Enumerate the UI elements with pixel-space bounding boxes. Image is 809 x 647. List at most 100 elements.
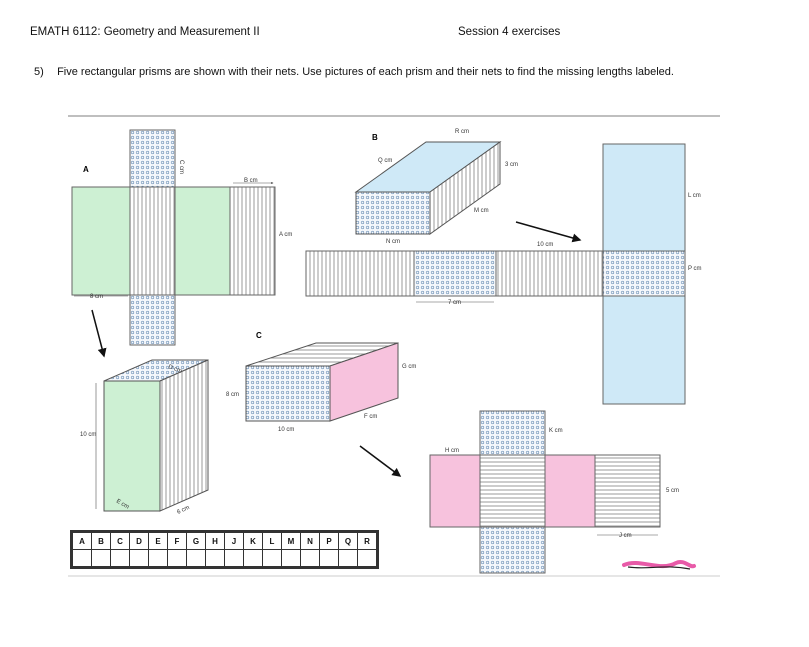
answer-input-cell-h[interactable] (205, 549, 225, 567)
label-c-h: H cm (445, 448, 459, 454)
net-a-top-face (129, 129, 176, 188)
answer-letter-cell: C (110, 532, 130, 550)
answer-input-cell-p[interactable] (319, 549, 339, 567)
course-title: EMATH 6112: Geometry and Measurement II (30, 26, 260, 38)
prism-c-front-face (245, 365, 331, 422)
net-b-face-4 (602, 250, 686, 297)
label-b-p: P cm (688, 266, 702, 272)
net-c-left-face (429, 454, 481, 528)
prism-b-front-face (355, 191, 431, 235)
net-a-end-face (229, 186, 276, 296)
answer-input-cell-c[interactable] (110, 549, 130, 567)
prism-d-side-face (159, 359, 209, 512)
answer-input-cell-k[interactable] (243, 549, 263, 567)
label-c-k: K cm (549, 428, 563, 434)
label-b-m: M cm (474, 208, 489, 214)
answer-letter-cell: P (319, 532, 339, 550)
arrow-a-to-d (91, 309, 107, 358)
answer-letter-cell: A (72, 532, 92, 550)
net-b-face-1 (305, 250, 415, 297)
prism-c-label: C (256, 331, 262, 340)
exercise-number: 5) (34, 66, 44, 78)
prism-b-side-face (429, 141, 501, 235)
net-c-end-face (594, 454, 661, 528)
label-c-g: G cm (402, 364, 416, 370)
answer-letter-cell: G (186, 532, 206, 550)
prism-a-label: A (83, 165, 89, 174)
net-a-bottom-face (129, 294, 176, 346)
answer-letter-cell: Q (338, 532, 358, 550)
label-c-j: J cm (619, 533, 632, 539)
exercise-prompt: 5) Five rectangular prisms are shown wit… (34, 66, 674, 78)
answer-input-cell-a[interactable] (72, 549, 92, 567)
answer-input-cell-e[interactable] (148, 549, 168, 567)
net-b-face-2 (413, 250, 497, 297)
answer-letter-cell: D (129, 532, 149, 550)
answer-letter-cell: E (148, 532, 168, 550)
net-a: A C cm B cm A cm 8 cm (71, 129, 292, 358)
net-c: K cm H cm 5 cm J cm (429, 410, 679, 574)
scribble-ink (627, 566, 691, 570)
label-c-10: 10 cm (278, 427, 294, 433)
net-c-right-face (544, 454, 596, 528)
answer-input-cell-r[interactable] (357, 549, 377, 567)
exercise-text: Five rectangular prisms are shown with t… (57, 66, 674, 78)
arrow-c-to-net (359, 445, 402, 477)
answer-letter-cell: M (281, 532, 301, 550)
net-b-top-face (602, 143, 686, 252)
answer-letter-cell: F (167, 532, 187, 550)
net-a-right-face (174, 186, 231, 296)
label-a-c: C cm (178, 160, 184, 174)
label-c-f: F cm (364, 414, 377, 420)
label-a-b: B cm (244, 178, 258, 184)
answer-input-cell-f[interactable] (167, 549, 187, 567)
prism-c: C G cm 8 cm F cm 10 cm (226, 331, 416, 477)
label-a-8: 8 cm (90, 294, 103, 300)
answer-letter-cell: B (91, 532, 111, 550)
label-b-l: L cm (688, 193, 701, 199)
answer-letter-cell: N (300, 532, 320, 550)
answer-table-input-row (72, 549, 377, 567)
answer-letter-cell: J (224, 532, 244, 550)
session-title: Session 4 exercises (458, 26, 561, 38)
answer-letter-cell: L (262, 532, 282, 550)
label-c-8: 8 cm (226, 392, 239, 398)
label-d-6: 6 cm (176, 505, 190, 516)
prism-b: B R cm Q cm 3 cm M cm N cm (354, 129, 582, 245)
net-c-top-face (479, 410, 546, 456)
label-b-10: 10 cm (537, 242, 553, 248)
label-d-10: 10 cm (80, 432, 96, 438)
label-c-5: 5 cm (666, 488, 679, 494)
answer-letter-cell: K (243, 532, 263, 550)
label-b-3: 3 cm (505, 162, 518, 168)
label-b-7: 7 cm (448, 300, 461, 306)
label-b-n: N cm (386, 239, 400, 245)
net-c-bottom-face (479, 526, 546, 574)
answer-input-cell-m[interactable] (281, 549, 301, 567)
label-a-a: A cm (279, 232, 292, 238)
answer-input-cell-n[interactable] (300, 549, 320, 567)
answer-input-cell-b[interactable] (91, 549, 111, 567)
answer-input-cell-d[interactable] (129, 549, 149, 567)
prism-d: D cm 10 cm E cm 6 cm (80, 359, 209, 516)
arrow-b-to-net (515, 221, 582, 243)
scribble-mark (622, 560, 696, 569)
answer-input-cell-q[interactable] (338, 549, 358, 567)
net-a-left-face (71, 186, 131, 296)
answer-input-cell-j[interactable] (224, 549, 244, 567)
net-c-center-face (479, 454, 546, 528)
net-a-center-face (129, 186, 176, 296)
answer-letter-cell: R (357, 532, 377, 550)
net-b-bottom-face (602, 295, 686, 405)
answer-input-cell-g[interactable] (186, 549, 206, 567)
label-b-q: Q cm (378, 158, 392, 164)
prism-c-side-face (329, 342, 399, 422)
prism-d-front-face (103, 380, 161, 512)
answer-input-cell-l[interactable] (262, 549, 282, 567)
label-b-r: R cm (455, 129, 469, 135)
answer-letter-cell: H (205, 532, 225, 550)
net-b: L cm 10 cm P cm 7 cm (305, 143, 702, 405)
